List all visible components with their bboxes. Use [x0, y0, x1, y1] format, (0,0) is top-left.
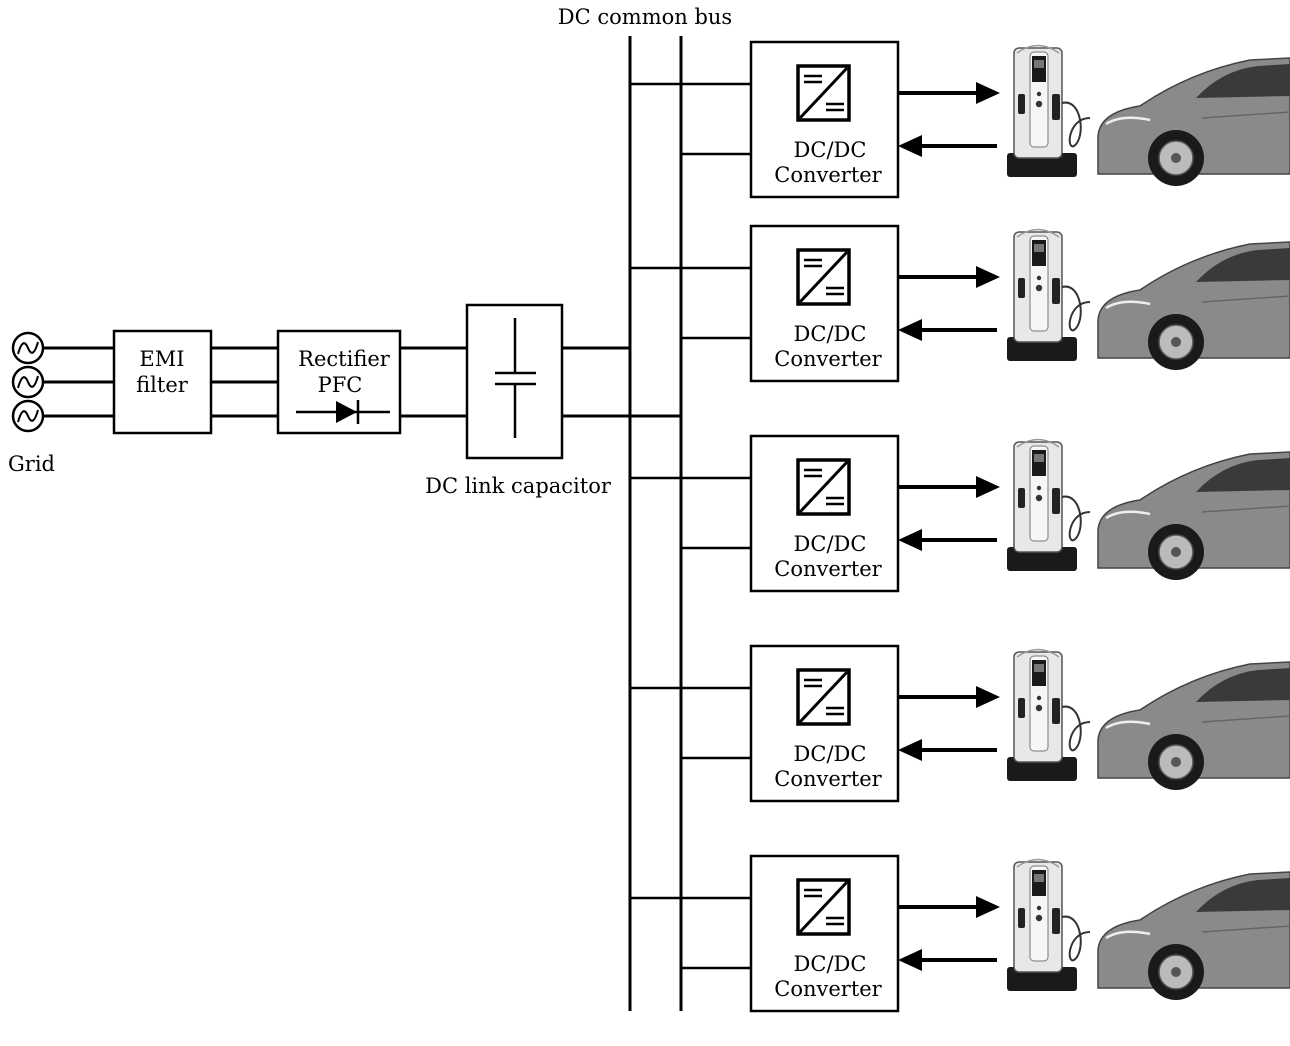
- electric-car-icon: [1097, 661, 1290, 790]
- charging-station-icon: [1007, 858, 1091, 991]
- charging-station-icon: [1007, 44, 1091, 177]
- arrow-right-icon: [976, 266, 1000, 288]
- converter-label-line1: DC/DC: [794, 322, 867, 346]
- converter-label-line1: DC/DC: [794, 532, 867, 556]
- electric-car-icon: [1097, 241, 1290, 370]
- converter-label-line2: Converter: [774, 977, 882, 1001]
- dc-dc-converter-icon: [796, 64, 851, 122]
- charging-station-icon: [1007, 648, 1091, 781]
- arrow-left-icon: [898, 739, 922, 761]
- dc-dc-converter-icon: [796, 878, 851, 936]
- grid-sources: [11, 331, 45, 433]
- converter-label-line2: Converter: [774, 767, 882, 791]
- converter-label-line1: DC/DC: [794, 952, 867, 976]
- rectifier-label-line2: PFC: [318, 373, 363, 397]
- ac-source-icon: [11, 365, 45, 399]
- rectifier-label-line1: Rectifier: [298, 347, 391, 371]
- converter-label-line1: DC/DC: [794, 742, 867, 766]
- emi-filter-label-line2: filter: [136, 373, 189, 397]
- arrow-left-icon: [898, 135, 922, 157]
- emi-filter-box: [112, 329, 213, 435]
- dc-dc-converter-icon: [796, 248, 851, 306]
- converter-label-line2: Converter: [774, 347, 882, 371]
- charging-station-icon: [1007, 228, 1091, 361]
- converter-label-line2: Converter: [774, 557, 882, 581]
- arrow-left-icon: [898, 529, 922, 551]
- dclink-to-bus-wires: [562, 346, 681, 418]
- arrow-right-icon: [976, 896, 1000, 918]
- emi-to-rectifier-wires: [211, 346, 278, 418]
- converter-label-line1: DC/DC: [794, 138, 867, 162]
- arrow-right-icon: [976, 686, 1000, 708]
- arrow-left-icon: [898, 949, 922, 971]
- arrow-right-icon: [976, 82, 1000, 104]
- ac-source-icon: [11, 331, 45, 365]
- capacitor-icon: [495, 318, 536, 438]
- grid-label: Grid: [8, 452, 55, 476]
- emi-filter-label-line1: EMI: [139, 347, 184, 371]
- electric-car-icon: [1097, 451, 1290, 580]
- arrow-right-icon: [976, 476, 1000, 498]
- ac-source-icon: [11, 399, 45, 433]
- electric-car-icon: [1097, 57, 1290, 186]
- diode-icon: [296, 400, 390, 424]
- dc-link-capacitor-label: DC link capacitor: [425, 474, 612, 498]
- rectifier-to-dclink-wires: [400, 346, 467, 418]
- converter-label-line2: Converter: [774, 163, 882, 187]
- arrow-left-icon: [898, 319, 922, 341]
- grid-wires: [43, 346, 114, 418]
- charging-channels: DC/DCConverterDC/DCConverterDC/DCConvert…: [630, 40, 1290, 1013]
- electric-car-icon: [1097, 871, 1290, 1000]
- dc-dc-converter-icon: [796, 458, 851, 516]
- dc-common-bus-label: DC common bus: [558, 5, 732, 29]
- charging-station-icon: [1007, 438, 1091, 571]
- dc-dc-converter-icon: [796, 668, 851, 726]
